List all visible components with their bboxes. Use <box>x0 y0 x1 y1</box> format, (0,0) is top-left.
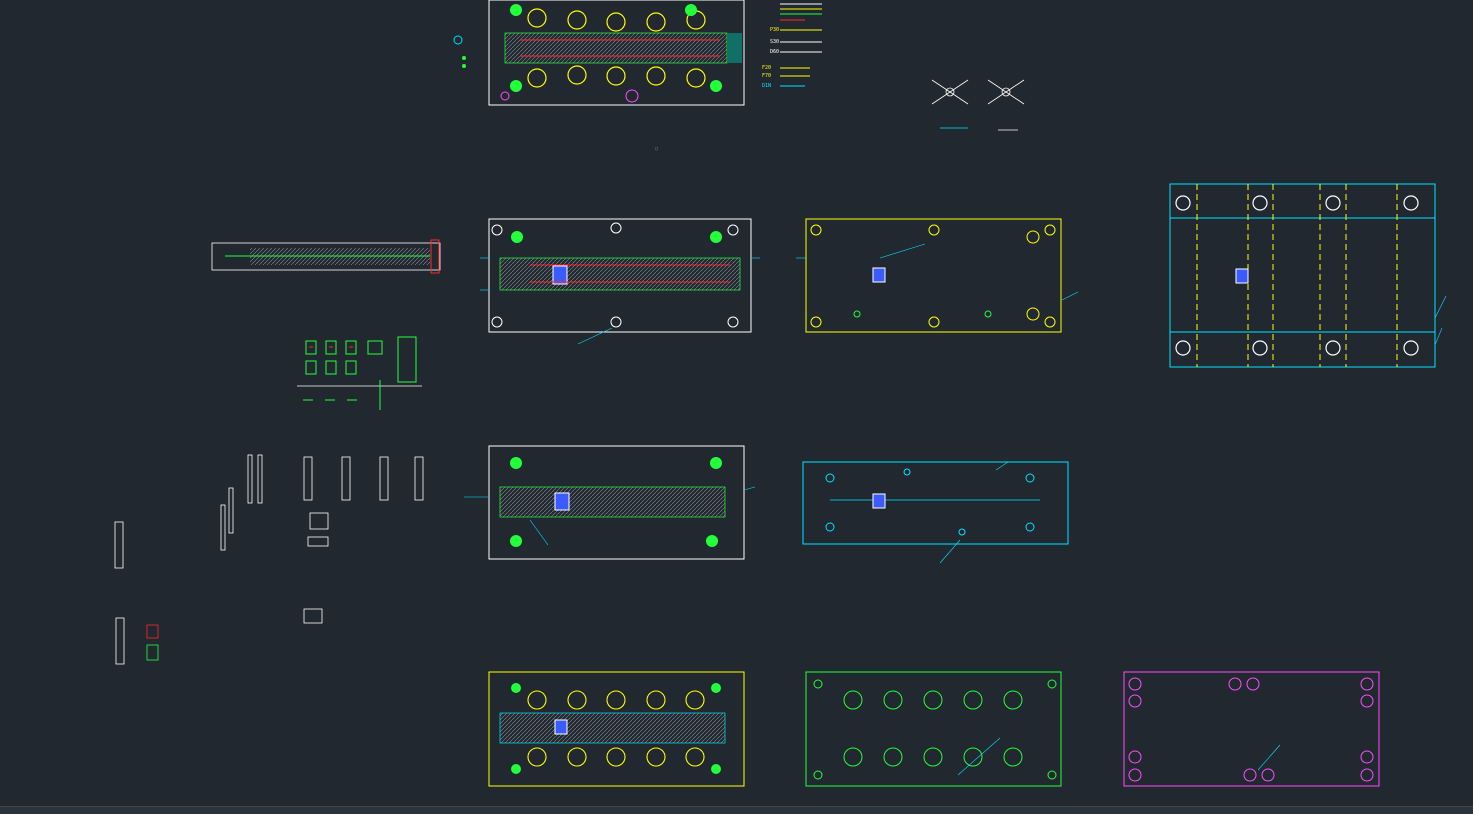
status-strip <box>0 806 1473 814</box>
legend-label: S30 <box>770 39 779 45</box>
plate-view-4[interactable] <box>464 445 756 560</box>
plate-view-2[interactable] <box>796 218 1079 333</box>
top-assembly-view[interactable] <box>488 0 745 106</box>
origin-mark: ○ <box>655 146 658 152</box>
plate-view-6[interactable] <box>488 671 745 787</box>
plate-view-7[interactable] <box>805 671 1062 787</box>
section-symbols[interactable] <box>931 79 1025 131</box>
legend-label: D60 <box>770 49 779 55</box>
plate-view-5[interactable] <box>802 461 1069 564</box>
strip-layout[interactable] <box>211 239 441 274</box>
left-marks[interactable] <box>453 35 466 68</box>
legend-label: F20 <box>762 65 771 71</box>
legend-label: P30 <box>770 27 779 33</box>
legend-label: D1N <box>762 83 771 89</box>
plate-view-1[interactable] <box>480 218 760 345</box>
plate-view-8[interactable] <box>1123 671 1380 787</box>
legend-label: F70 <box>762 73 771 79</box>
parts-detail[interactable] <box>297 336 422 410</box>
plate-view-3[interactable] <box>1169 183 1447 368</box>
pin-details[interactable] <box>114 454 424 665</box>
line-legend: P30 S30 D60 F20 F70 D1N <box>762 3 822 89</box>
